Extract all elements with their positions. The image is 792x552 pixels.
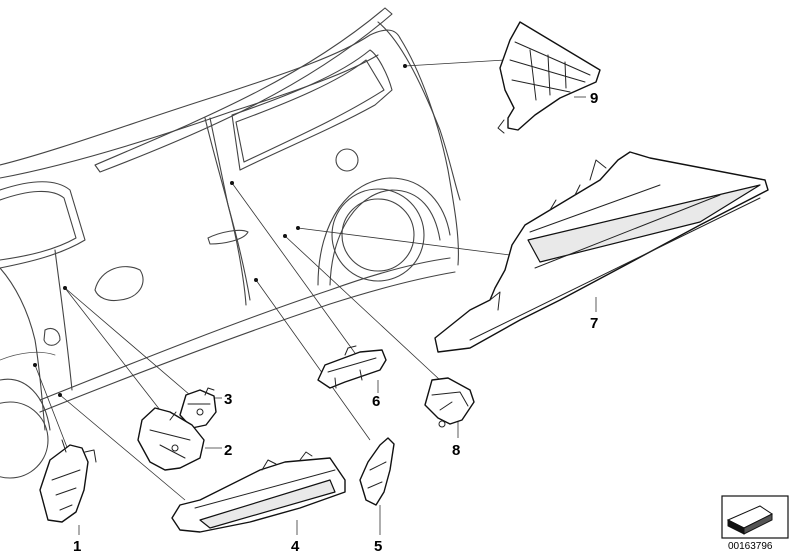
document-number: 00163796 bbox=[728, 541, 773, 552]
callout-8: 8 bbox=[452, 442, 460, 459]
vehicle-outline bbox=[0, 7, 461, 479]
part-6-bracket bbox=[317, 345, 387, 389]
callout-9: 9 bbox=[590, 90, 598, 107]
callout-labels: 1 2 3 4 5 6 7 8 9 bbox=[73, 90, 598, 552]
part-8-clip bbox=[424, 377, 475, 428]
callout-2: 2 bbox=[224, 442, 232, 459]
part-2-bracket bbox=[137, 407, 205, 471]
part-4-sill-cover bbox=[171, 451, 346, 533]
leader-lines bbox=[34, 59, 597, 535]
callout-1: 1 bbox=[73, 538, 81, 552]
callout-6: 6 bbox=[372, 393, 380, 410]
callout-4: 4 bbox=[291, 538, 300, 552]
part-1-pillar-trim bbox=[39, 439, 97, 523]
part-5-clip bbox=[359, 437, 395, 506]
direction-arrow-icon bbox=[721, 495, 789, 539]
callout-3: 3 bbox=[224, 391, 232, 408]
leader-dots bbox=[33, 64, 407, 397]
callout-7: 7 bbox=[590, 315, 598, 332]
part-9-trim-panel bbox=[497, 21, 601, 134]
part-7-sill-trim bbox=[434, 151, 769, 353]
callout-5: 5 bbox=[374, 538, 382, 552]
